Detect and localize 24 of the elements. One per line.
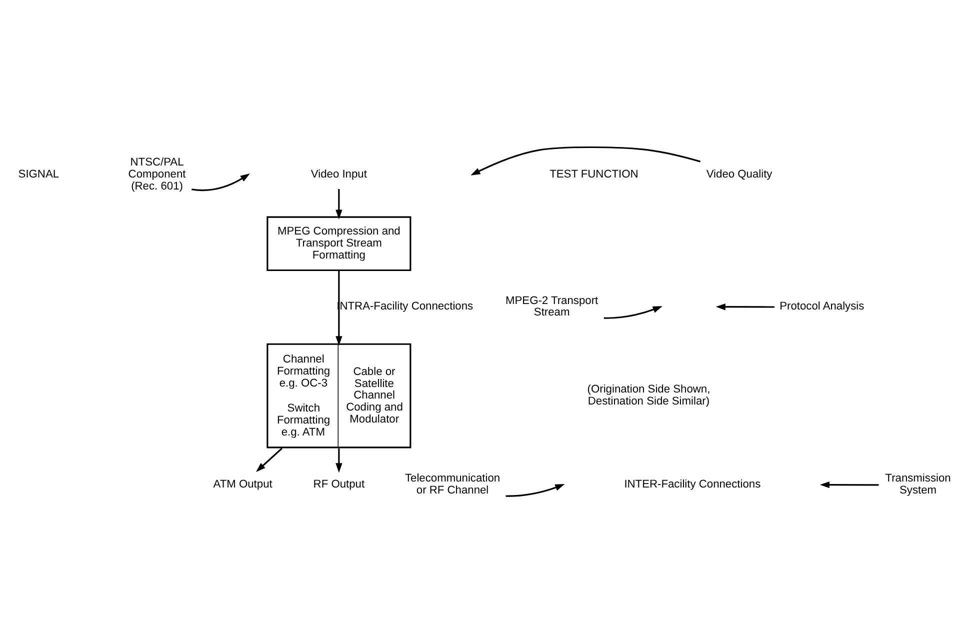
- arrow: [506, 484, 565, 496]
- label: SIGNAL: [18, 168, 60, 180]
- arrow: [820, 480, 879, 488]
- arrow: [470, 146, 701, 175]
- node-text: Transmission System: [885, 472, 951, 496]
- arrow: [716, 303, 775, 310]
- node-text: Protocol Analysis: [780, 300, 864, 312]
- arrow: [336, 188, 342, 219]
- arrow: [192, 173, 250, 191]
- label: INTER-Facility Connections: [624, 478, 761, 490]
- label: TEST FUNCTION: [550, 168, 638, 180]
- node-text: RF Output: [313, 478, 365, 490]
- label: (Origination Side Shown, Destination Side Similar): [587, 383, 710, 408]
- node-text: ATM Output: [213, 478, 272, 490]
- node-text: NTSC/PAL Component (Rec. 601): [128, 156, 186, 192]
- node-text: MPEG-2 Transport Stream: [506, 294, 598, 318]
- arrow: [256, 447, 282, 472]
- node-text: Video Input: [310, 168, 367, 180]
- node-text: Video Quality: [706, 168, 772, 180]
- arrow: [336, 270, 342, 346]
- node-box: MPEG Compression and Transport Stream Formatting: [266, 216, 412, 271]
- arrow: [604, 306, 662, 318]
- arrow: [336, 448, 342, 472]
- node-text: Telecommunication or RF Channel: [404, 472, 500, 496]
